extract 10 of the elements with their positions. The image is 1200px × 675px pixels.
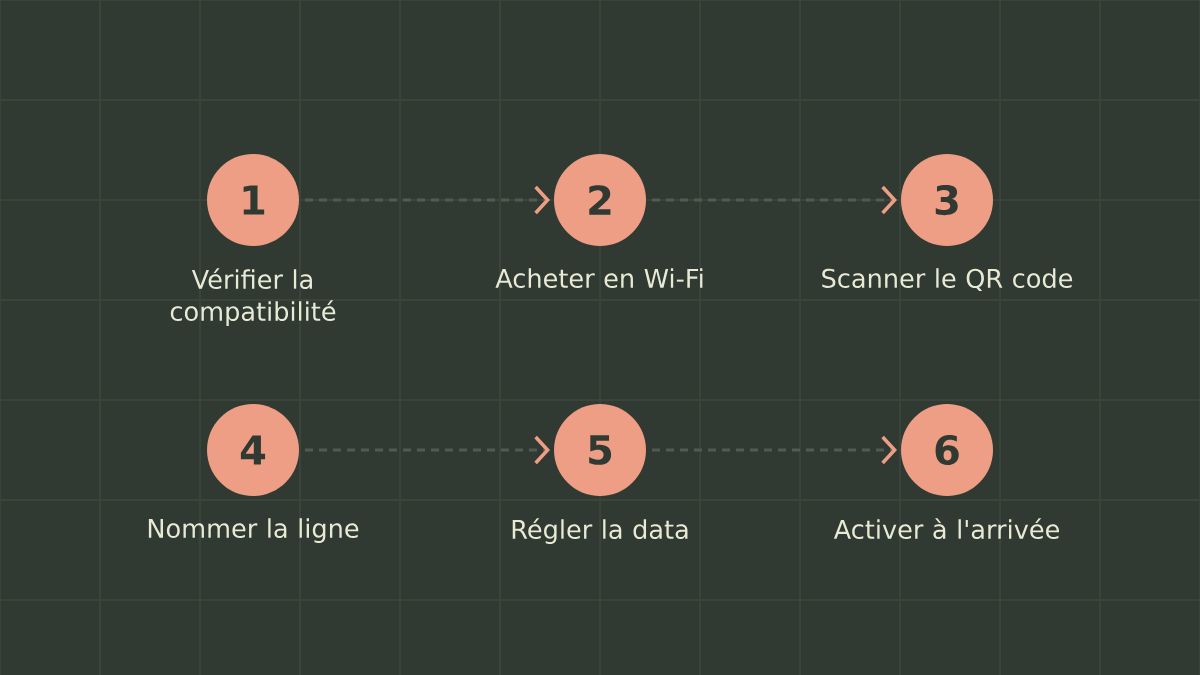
step-label: Nommer la ligne bbox=[148, 518, 359, 543]
arrow bbox=[305, 435, 550, 465]
arrow bbox=[305, 185, 550, 215]
arrow bbox=[652, 435, 897, 465]
step-label: Scanner le QR code bbox=[822, 268, 1073, 291]
step-label: Régler la data bbox=[512, 518, 688, 544]
step-label: Vérifier la compatibilité bbox=[170, 268, 336, 326]
step-label: Acheter en Wi-Fi bbox=[495, 268, 703, 288]
step-label: Activer à l'arrivée bbox=[833, 518, 1059, 540]
arrow bbox=[652, 185, 897, 215]
